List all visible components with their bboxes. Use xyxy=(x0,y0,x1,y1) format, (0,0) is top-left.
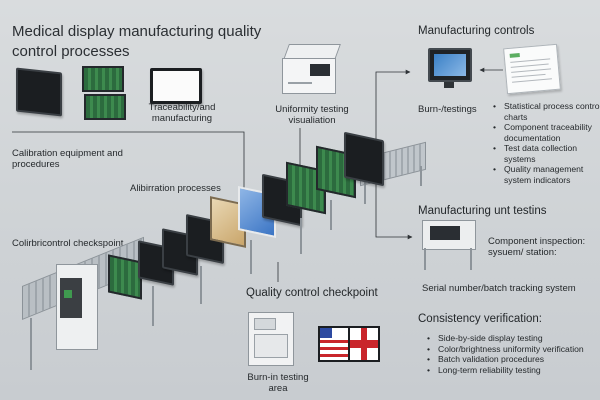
component-station-label: Component inspection: sysuem/ station: xyxy=(488,236,586,258)
consistency-item: Color/brightness uniformity verification xyxy=(427,344,600,355)
quality-checkpoint-label: Quality control checkpoint xyxy=(246,287,378,299)
manufacturing-controls-list: Statistical process control charts Compo… xyxy=(492,101,600,185)
manufacturing-controls-item: Test data collection systems xyxy=(493,143,600,164)
uniformity-tester-icon xyxy=(282,44,341,94)
consistency-item: Long-term reliability testing xyxy=(427,365,600,376)
inspection-station-icon xyxy=(422,220,478,272)
flag-panel-right-icon xyxy=(348,326,380,362)
flag-panel-left-icon xyxy=(318,326,350,362)
burn-in-chamber-icon xyxy=(248,312,294,366)
serial-tracking-label: Serial number/batch tracking system xyxy=(422,283,576,294)
burn-in-area-label: Burn-in testing area xyxy=(247,372,309,394)
manufacturing-controls-item: Quality management system indicators xyxy=(493,164,600,185)
calibration-checkpoint-label: Colirbricontrol checkspoint xyxy=(12,238,124,249)
document-report-icon xyxy=(503,43,561,95)
calibration-processes-label: Alibirration processes xyxy=(130,183,221,194)
uniformity-label: Uniformity testing visualiation xyxy=(275,104,349,126)
consistency-heading: Consistency verification: xyxy=(418,313,542,325)
manufacturing-controls-heading: Manufacturing controls xyxy=(418,25,535,37)
traceability-label: Traceability/and manufacturing xyxy=(148,102,216,124)
consistency-item: Side-by-side display testing xyxy=(427,333,600,344)
consistency-item: Batch validation procedures xyxy=(427,354,600,365)
consistency-list: Side-by-side display testing Color/brigh… xyxy=(426,333,600,375)
white-screen-monitor-icon xyxy=(150,68,202,104)
burn-in-monitor-icon xyxy=(428,48,474,92)
burn-testings-label: Burn-/testings xyxy=(418,104,477,115)
calibration-equipment-label: Calibration equipment and procedures xyxy=(12,148,123,170)
green-panel-icon-top xyxy=(82,66,124,92)
page-title: Medical display manufacturing quality co… xyxy=(12,23,262,60)
manufacturing-controls-item: Statistical process control charts xyxy=(493,101,600,122)
unit-testing-heading: Manufacturing unt testins xyxy=(418,205,547,217)
manufacturing-controls-item: Component traceability documentation xyxy=(493,122,600,143)
green-panel-icon-bottom xyxy=(84,94,126,120)
